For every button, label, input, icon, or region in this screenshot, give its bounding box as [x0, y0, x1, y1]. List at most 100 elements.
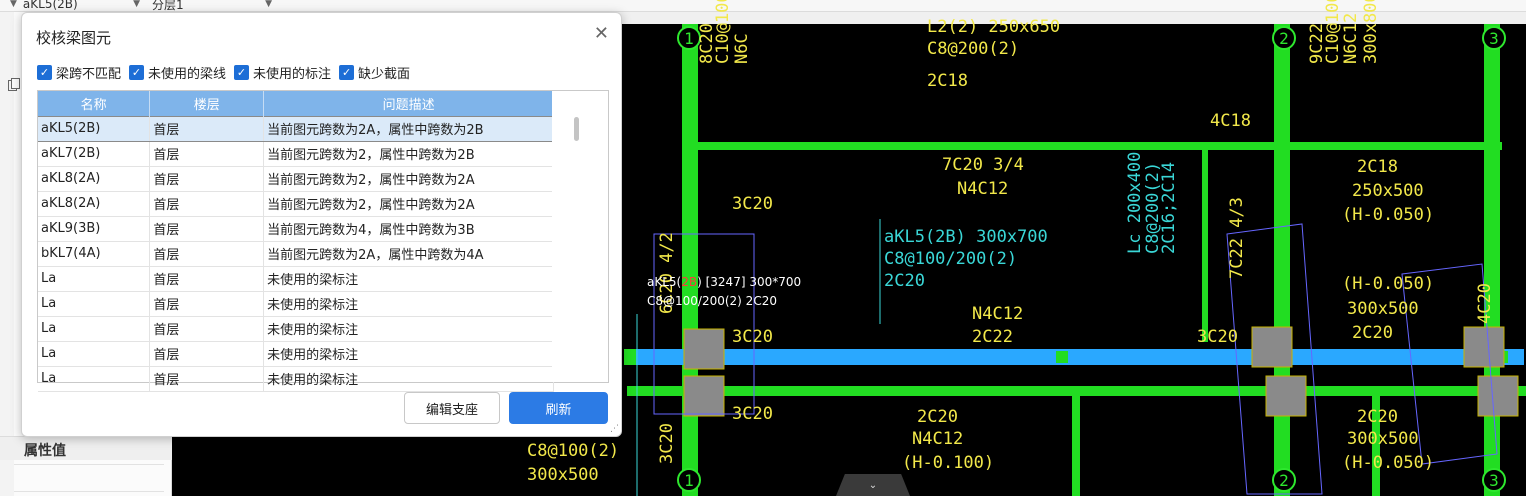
- cad-annotation: 250x500: [1352, 181, 1424, 201]
- table-cell-desc: 当前图元跨数为2，属性中跨数为2A: [263, 166, 554, 192]
- cad-annotation: 300x500: [1347, 429, 1419, 449]
- cad-annotation: 4C18: [1210, 111, 1251, 131]
- table-cell-name: aKL9(3B): [38, 216, 151, 242]
- table-row[interactable]: aKL5(2B)首层当前图元跨数为2A，属性中跨数为2B: [38, 115, 554, 142]
- table-cell-desc: 当前图元跨数为2，属性中跨数为2A: [263, 191, 554, 217]
- axis-label: 1: [684, 29, 694, 48]
- floor-combo[interactable]: 分层1 ▼: [152, 0, 272, 12]
- filter-checkboxes: ✓梁跨不匹配✓未使用的梁线✓未使用的标注✓缺少截面: [37, 63, 410, 82]
- cad-annotation: C8@200(2): [1143, 162, 1163, 254]
- collapse-tab[interactable]: ⌄: [836, 474, 910, 496]
- cad-annotation: N4C12: [912, 429, 963, 449]
- cad-annotation: C8@100(2): [527, 441, 619, 461]
- tooltip-line1: aKL5(2B) [3247] 300*700: [647, 275, 802, 289]
- cad-annotation: 3C20: [1197, 327, 1238, 347]
- table-cell-name: La: [38, 266, 151, 292]
- scrollbar-track[interactable]: [552, 91, 608, 382]
- check-beam-dialog: 校核梁图元 ✕ ✓梁跨不匹配✓未使用的梁线✓未使用的标注✓缺少截面 名称 楼层 …: [21, 12, 622, 437]
- table-cell-floor: 首层: [149, 341, 265, 367]
- table-cell-floor: 首层: [149, 316, 265, 342]
- cad-annotation: 8C20: [697, 23, 717, 64]
- cad-annotation: 6C20 4/2: [657, 232, 677, 314]
- copy-icon[interactable]: [8, 78, 20, 92]
- cad-annotation: 2C18: [1357, 157, 1398, 177]
- column-header-floor[interactable]: 楼层: [149, 91, 265, 116]
- table-cell-name: La: [38, 366, 151, 392]
- table-row[interactable]: aKL7(2B)首层当前图元跨数为2，属性中跨数为2B: [38, 141, 554, 167]
- table-cell-name: aKL8(2A): [38, 191, 151, 217]
- tooltip-line2: C8@100/200(2) 2C20: [647, 294, 777, 308]
- table-cell-floor: 首层: [149, 191, 265, 217]
- beam-grip: [1056, 351, 1068, 363]
- table-cell-name: La: [38, 341, 151, 367]
- cad-annotation: 2C20: [917, 407, 958, 427]
- filter-checkbox[interactable]: ✓未使用的梁线: [129, 63, 226, 82]
- axis-label: 1: [684, 471, 694, 490]
- beam-vertical: [1372, 396, 1380, 496]
- column: [1477, 375, 1519, 417]
- table-cell-name: aKL7(2B): [38, 141, 151, 167]
- cad-annotation: (H-0.050): [1342, 274, 1434, 294]
- table-row[interactable]: bKL7(4A)首层当前图元跨数为2A，属性中跨数为4A: [38, 241, 554, 267]
- cad-annotation: 3C20: [732, 404, 773, 424]
- checkmark-icon[interactable]: ✓: [37, 65, 52, 80]
- property-value-header: 属性值: [24, 443, 66, 459]
- resize-grip-icon[interactable]: ⋰: [610, 424, 619, 434]
- outline: [1226, 223, 1323, 495]
- checkmark-icon[interactable]: ✓: [234, 65, 250, 80]
- axis-bubble: [677, 26, 701, 50]
- column-header-desc[interactable]: 问题描述: [263, 91, 554, 116]
- beam-vertical: [682, 24, 698, 496]
- refresh-button[interactable]: 刷新: [509, 392, 608, 424]
- table-row[interactable]: aKL9(3B)首层当前图元跨数为4，属性中跨数为3B: [38, 216, 554, 242]
- scrollbar-thumb[interactable]: [574, 117, 579, 141]
- table-cell-desc: 未使用的梁标注: [263, 341, 554, 367]
- chevron-down-icon: ⌄: [868, 479, 878, 491]
- table-row[interactable]: aKL8(2A)首层当前图元跨数为2，属性中跨数为2A: [38, 166, 554, 192]
- column-header-name[interactable]: 名称: [38, 91, 151, 116]
- axis-bubble: [1482, 468, 1506, 492]
- table-cell-desc: 未使用的梁标注: [263, 366, 554, 392]
- top-toolbar: ▼ aKL5(2B) ▼ 分层1 ▼: [0, 0, 1526, 12]
- table-cell-desc: 未使用的梁标注: [263, 316, 554, 342]
- table-cell-floor: 首层: [149, 141, 265, 167]
- filter-label: 未使用的标注: [253, 67, 332, 82]
- table-row[interactable]: aKL8(2A)首层当前图元跨数为2，属性中跨数为2A: [38, 191, 554, 217]
- table-cell-floor: 首层: [149, 241, 265, 267]
- checkmark-icon[interactable]: ✓: [339, 65, 355, 80]
- beam-vertical: [1484, 24, 1500, 496]
- axis-label: 3: [1489, 29, 1499, 48]
- cad-annotation: 2C20: [1352, 323, 1393, 343]
- cad-annotation: 2C22: [972, 327, 1013, 347]
- edit-support-button[interactable]: 编辑支座: [404, 392, 500, 424]
- cad-annotation: 300x500: [1347, 299, 1419, 319]
- checkmark-icon[interactable]: ✓: [129, 65, 145, 80]
- cad-annotation: C10@100: [1323, 0, 1343, 64]
- table-cell-name: La: [38, 316, 151, 342]
- filter-checkbox[interactable]: ✓未使用的标注: [234, 63, 331, 82]
- column: [1251, 326, 1293, 368]
- axis-bubble: [1272, 26, 1296, 50]
- table-cell-floor: 首层: [149, 291, 265, 317]
- component-combo[interactable]: ▼ aKL5(2B) ▼: [10, 0, 140, 12]
- cad-annotation: (H-0.050): [1342, 205, 1434, 225]
- table-cell-desc: 当前图元跨数为2A，属性中跨数为2B: [263, 115, 554, 142]
- cad-annotation: 3C20: [732, 327, 773, 347]
- close-icon[interactable]: ✕: [593, 23, 609, 44]
- axis-bubble: [1482, 26, 1506, 50]
- cad-annotation: N4C12: [972, 304, 1023, 324]
- column: [683, 328, 725, 370]
- component-combo-value: aKL5(2B): [22, 0, 78, 11]
- table-cell-desc: 当前图元跨数为4，属性中跨数为3B: [263, 216, 554, 242]
- filter-checkbox[interactable]: ✓梁跨不匹配: [37, 63, 121, 82]
- table-cell-name: aKL5(2B): [38, 115, 151, 142]
- filter-checkbox[interactable]: ✓缺少截面: [339, 63, 410, 82]
- cad-annotation: (H-0.050): [1342, 453, 1434, 473]
